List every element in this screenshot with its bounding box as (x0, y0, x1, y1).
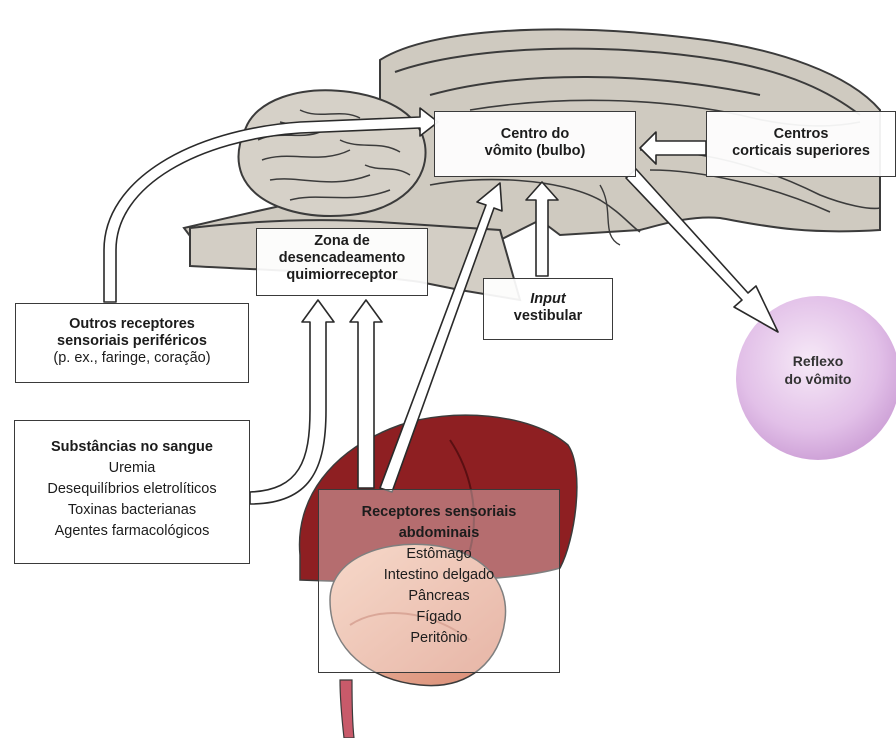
blood-item: Agentes farmacológicos (15, 521, 249, 542)
cortical-line2: corticais superiores (707, 143, 895, 160)
peripheral-line2: sensoriais periféricos (16, 333, 248, 350)
reflex-line2: do vômito (750, 370, 886, 388)
vomiting-center-box: Centro do vômito (bulbo) (434, 111, 636, 177)
abdominal-item: Peritônio (319, 628, 559, 649)
ctz-line1: Zona de (257, 233, 427, 250)
vestibular-line2: vestibular (484, 308, 612, 325)
abdominal-receptors-box: Receptores sensoriais abdominais Estômag… (318, 489, 560, 673)
abdominal-title1: Receptores sensoriais (319, 502, 559, 523)
abdominal-item: Pâncreas (319, 586, 559, 607)
ctz-box: Zona de desencadeamento quimiorreceptor (256, 228, 428, 296)
vestibular-line1: Input (530, 291, 565, 307)
blood-item: Toxinas bacterianas (15, 500, 249, 521)
cortical-box: Centros corticais superiores (706, 111, 896, 177)
arrow-blood-to-ctz (250, 300, 334, 504)
blood-item: Uremia (15, 458, 249, 479)
peripheral-line3: (p. ex., faringe, coração) (16, 350, 248, 367)
ctz-line3: quimiorreceptor (257, 267, 427, 284)
peripheral-receptors-box: Outros receptores sensoriais periféricos… (15, 303, 249, 383)
abdominal-item: Estômago (319, 544, 559, 565)
reflex-label: Reflexo do vômito (750, 352, 886, 388)
vomiting-center-line1: Centro do (435, 126, 635, 143)
blood-item: Desequilíbrios eletrolíticos (15, 479, 249, 500)
cortical-line1: Centros (707, 126, 895, 143)
ctz-line2: desencadeamento (257, 250, 427, 267)
peripheral-line1: Outros receptores (16, 316, 248, 333)
abdominal-title2: abdominais (319, 523, 559, 544)
vestibular-box: Input vestibular (483, 278, 613, 340)
reflex-line1: Reflexo (750, 352, 886, 370)
abdominal-item: Fígado (319, 607, 559, 628)
vomiting-center-line2: vômito (bulbo) (435, 143, 635, 160)
blood-substances-box: Substâncias no sangue Uremia Desequilíbr… (14, 420, 250, 564)
abdominal-item: Intestino delgado (319, 565, 559, 586)
blood-title: Substâncias no sangue (15, 437, 249, 458)
